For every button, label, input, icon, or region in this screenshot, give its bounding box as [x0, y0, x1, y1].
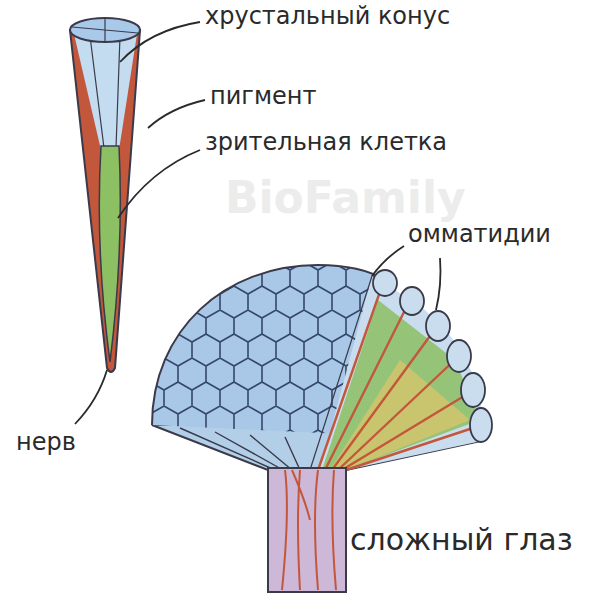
caption-label: сложный глаз — [350, 522, 573, 558]
part-label: зрительная клетка — [205, 128, 447, 157]
part-label: пигмент — [210, 82, 316, 111]
ommatidium — [70, 18, 140, 372]
part-label: омматидии — [408, 220, 551, 249]
part-label: хрустальный конус — [205, 2, 450, 31]
part-label: нерв — [16, 428, 76, 457]
watermark: BioFamily — [225, 172, 466, 225]
